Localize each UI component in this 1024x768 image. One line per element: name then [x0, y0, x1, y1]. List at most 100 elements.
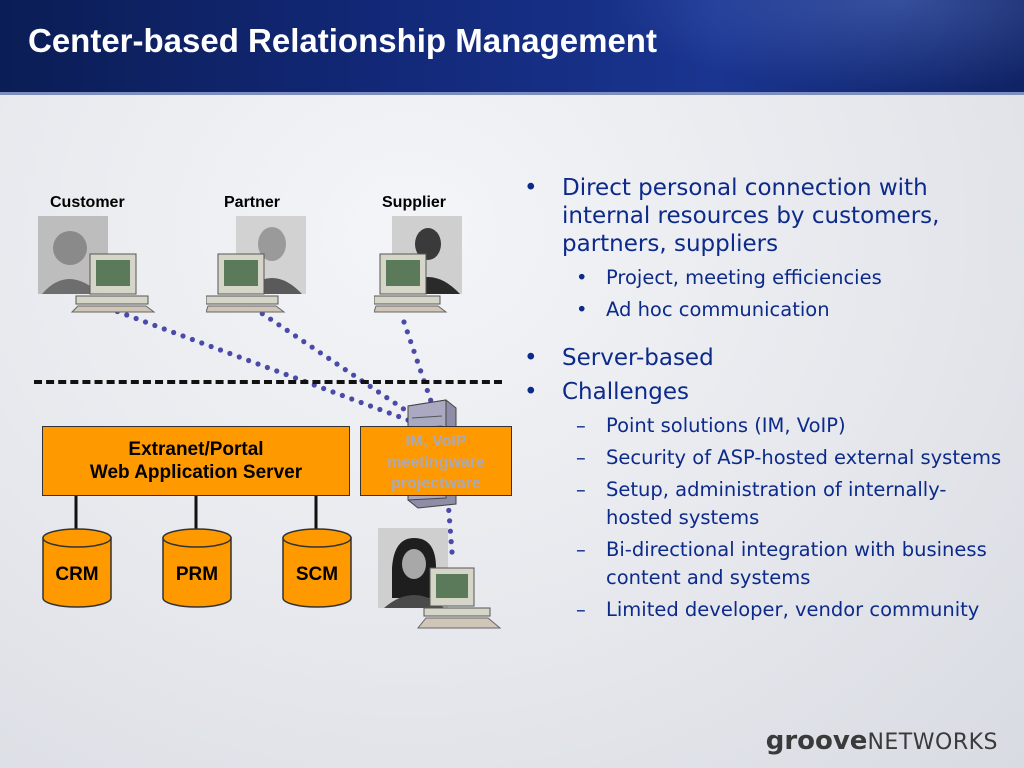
dash-item: – Bi-directional integration with busine…	[520, 536, 1010, 592]
connector-dot	[326, 355, 332, 361]
connector-dot	[334, 361, 340, 367]
title-decoration	[604, 0, 1024, 92]
dash-text: Security of ASP-hosted external systems	[606, 446, 1002, 469]
connector-dot	[418, 368, 424, 374]
portal-box: Extranet/Portal Web Application Server	[42, 426, 350, 496]
connector-dot	[411, 348, 417, 354]
connector-dot	[124, 312, 130, 318]
groove-networks-logo: grooveNETWORKS	[766, 726, 998, 756]
connector-dot	[408, 338, 414, 345]
connector-dot	[227, 350, 233, 357]
connector-dot	[161, 326, 167, 332]
bullet-text-3: Challenges	[562, 379, 689, 405]
connector-dot	[292, 333, 299, 339]
connector-dot	[189, 336, 195, 343]
connector-dot	[447, 528, 453, 534]
connector-dot	[414, 358, 420, 364]
logo-rest: NETWORKS	[867, 730, 998, 755]
connector-dot	[392, 400, 398, 406]
connector-dot	[321, 385, 327, 392]
connector-dot	[217, 347, 224, 353]
connector-dot	[152, 322, 158, 329]
connector-dot	[449, 549, 455, 555]
connector-dot	[255, 361, 261, 367]
collaboration-server-box: IM, VoIP meetingware projectware	[360, 426, 512, 496]
connector-dot	[236, 354, 242, 360]
connector-dot	[386, 410, 392, 416]
connector-dot	[377, 406, 383, 413]
firewall-separator	[34, 380, 502, 384]
bullet-text-2: Server-based	[562, 345, 714, 371]
connector-dot	[351, 372, 357, 378]
connector-dot	[428, 397, 434, 403]
connector-dot	[180, 333, 186, 339]
connector-dot	[358, 399, 364, 406]
connector-dot	[424, 387, 430, 394]
dash-item: – Security of ASP-hosted external system…	[520, 444, 1010, 472]
dash-text: Setup, administration of internally-host…	[606, 478, 947, 529]
scm-database-icon	[282, 528, 352, 608]
crm-label: CRM	[55, 564, 99, 585]
connector-dot	[342, 367, 348, 373]
server-box-line3: projectware	[391, 475, 481, 492]
prm-label: PRM	[175, 564, 219, 585]
connector-dot	[404, 329, 410, 335]
connector-dot	[446, 507, 452, 513]
connector-dot	[367, 383, 373, 389]
bullet-marker: •	[524, 379, 538, 405]
connector-dot	[276, 322, 282, 328]
partner-figure	[206, 216, 306, 313]
connector-dot	[133, 315, 139, 322]
portal-box-line1: Extranet/Portal	[128, 439, 264, 460]
connector-dot	[246, 357, 252, 364]
connector-dot	[447, 518, 453, 524]
dash-marker: –	[576, 598, 586, 621]
scm-label: SCM	[295, 564, 339, 585]
connector-dot	[264, 364, 270, 371]
connector-dot	[375, 389, 382, 395]
connector-dot	[384, 395, 390, 401]
bullet-marker: •	[524, 345, 538, 371]
bullet-item-1: • Direct personal connection with intern…	[520, 174, 1010, 258]
bullet-item-2: • Server-based	[520, 344, 1010, 372]
employee-figure	[378, 528, 502, 629]
connector-dot	[208, 343, 214, 350]
connector-dot	[142, 319, 149, 325]
dash-marker: –	[576, 538, 586, 561]
computer-icon	[374, 253, 448, 313]
portal-box-line2: Web Application Server	[89, 462, 303, 483]
bullet-list: • Direct personal connection with intern…	[520, 174, 1010, 628]
computer-icon	[70, 253, 156, 313]
sub-bullet-item: • Project, meeting efficiencies	[520, 264, 1010, 292]
computer-icon	[416, 567, 502, 629]
computer-icon	[206, 253, 286, 313]
dash-marker: –	[576, 478, 586, 501]
customer-label: Customer	[50, 194, 125, 211]
connector-dot	[301, 339, 307, 345]
bullet-text-1: Direct personal connection with internal…	[562, 175, 940, 257]
dash-text: Limited developer, vendor community	[606, 598, 980, 621]
dash-marker: –	[576, 414, 586, 437]
connector-dot	[274, 368, 280, 374]
server-box-line2: meetingware	[387, 454, 485, 471]
dash-text: Point solutions (IM, VoIP)	[606, 414, 846, 437]
dash-item: – Point solutions (IM, VoIP)	[520, 412, 1010, 440]
connector-dot	[349, 396, 355, 402]
connector-dot	[367, 403, 374, 409]
crm-database-icon	[42, 528, 112, 608]
supplier-figure	[374, 216, 462, 313]
connector-dot	[283, 371, 289, 378]
sub-bullet-text: Project, meeting efficiencies	[606, 266, 882, 289]
connector-dot	[292, 375, 299, 381]
connector-dot	[284, 327, 290, 333]
connector-dot	[309, 344, 315, 350]
title-bar: Center-based Relationship Management	[0, 0, 1024, 95]
connector-dot	[400, 406, 406, 412]
connector-dot	[330, 389, 336, 395]
customer-figure	[38, 216, 156, 313]
dash-item: – Limited developer, vendor community	[520, 596, 1010, 624]
dash-item: – Setup, administration of internally-ho…	[520, 476, 1010, 532]
bullet-marker: •	[576, 266, 588, 289]
connector-dot	[448, 539, 454, 545]
